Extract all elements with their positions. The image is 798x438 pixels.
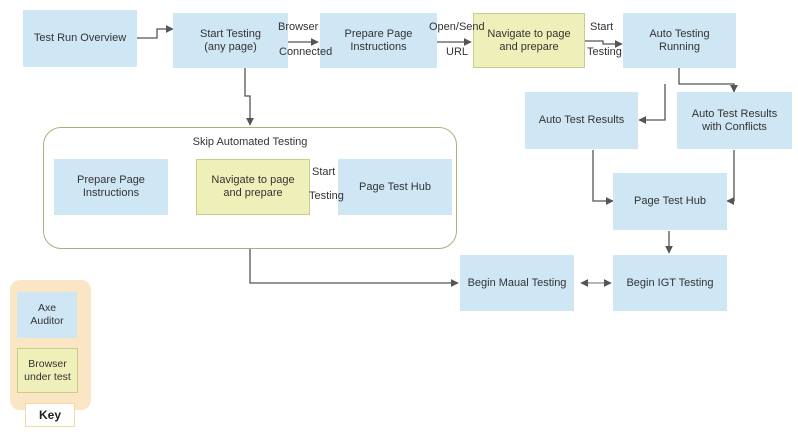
node-auto-test-results: Auto Test Results — [525, 92, 638, 149]
edge-auto-to-results — [638, 84, 666, 124]
edge-auto-to-conflicts — [678, 68, 738, 93]
key-axe-auditor: Axe Auditor — [17, 292, 77, 338]
edge-label-open-send: Open/Send — [429, 21, 485, 33]
skip-node-prepare-page-instructions: Prepare Page Instructions — [54, 159, 168, 215]
node-begin-igt-testing: Begin IGT Testing — [613, 255, 727, 311]
edge-label-testing: Testing — [587, 46, 622, 58]
edge-label-connected: Connected — [279, 46, 333, 58]
skip-node-page-test-hub: Page Test Hub — [338, 159, 452, 215]
node-navigate-to-page: Navigate to page and prepare — [473, 13, 585, 68]
edge-conflicts-to-hub — [726, 150, 735, 205]
edge-start-to-skip-group — [244, 68, 254, 126]
edge-skip-group-to-manual — [249, 249, 459, 287]
edge-results-to-hub — [592, 150, 614, 205]
skip-group-title: Skip Automated Testing — [192, 136, 308, 148]
node-start-testing: Start Testing (any page) — [173, 13, 288, 68]
node-page-test-hub: Page Test Hub — [613, 173, 727, 230]
skip-edge-label-testing: Testing — [309, 190, 344, 202]
skip-edge-label-start: Start — [312, 166, 336, 178]
node-test-run-overview: Test Run Overview — [23, 10, 137, 67]
node-begin-manual-testing: Begin Maual Testing — [460, 255, 574, 311]
node-auto-testing-running: Auto Testing Running — [623, 13, 736, 68]
node-prepare-page-instructions: Prepare Page Instructions — [320, 13, 437, 68]
edge-navigate-to-auto — [585, 40, 623, 48]
node-auto-test-results-conflicts: Auto Test Results with Conflicts — [677, 92, 792, 149]
edge-label-url: URL — [446, 46, 469, 58]
skip-node-navigate-to-page: Navigate to page and prepare — [196, 159, 310, 215]
edge-label-browser: Browser — [278, 21, 319, 33]
key-browser-under-test: Browser under test — [17, 348, 78, 393]
key-title: Key — [25, 403, 75, 427]
edge-label-start: Start — [590, 21, 614, 33]
edge-overview-to-start — [137, 25, 174, 39]
